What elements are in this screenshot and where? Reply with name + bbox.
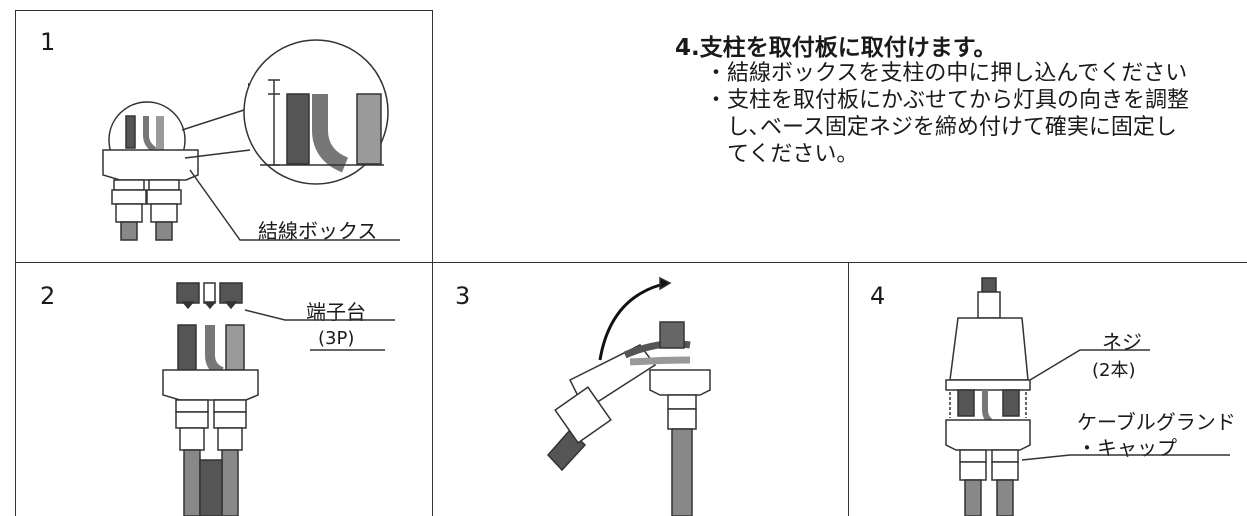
bullet-2: ・支柱を取付板にかぶせてから灯具の向きを調整: [705, 88, 1190, 113]
cable-gland-label: ケーブルグランド: [1077, 410, 1236, 434]
step-bullets: ・結線ボックスを支柱の中に押し込んでください ・支柱を取付板にかぶせてから灯具の…: [705, 60, 1189, 168]
bullet-3: し､ベース固定ネジを締め付けて確実に固定し: [705, 115, 1177, 140]
panel-2-illustration: [162, 282, 395, 516]
panel-3-illustration: [546, 276, 711, 516]
panel-4-illustration: [945, 277, 1230, 516]
junction-box-label: 結線ボックス: [258, 219, 378, 243]
panel-3-number: 3: [455, 282, 471, 310]
panel-2-number: 2: [40, 282, 56, 310]
bullet-4: てください。: [705, 142, 859, 167]
panel-1-number: 1: [40, 28, 56, 56]
panel-4-number: 4: [870, 282, 886, 310]
screw-sub-label: (2本): [1092, 360, 1136, 381]
terminal-block-sub-label: (3P): [318, 328, 355, 349]
panel-1-frame: [15, 10, 433, 263]
panel-1-illustration: [102, 39, 400, 241]
panel-4-frame: [848, 262, 1247, 516]
cable-gland-sub-label: ・キャップ: [1077, 436, 1177, 460]
step-heading: 4.支柱を取付板に取付けます。: [675, 35, 997, 61]
bullet-1: ・結線ボックスを支柱の中に押し込んでください: [705, 61, 1188, 86]
